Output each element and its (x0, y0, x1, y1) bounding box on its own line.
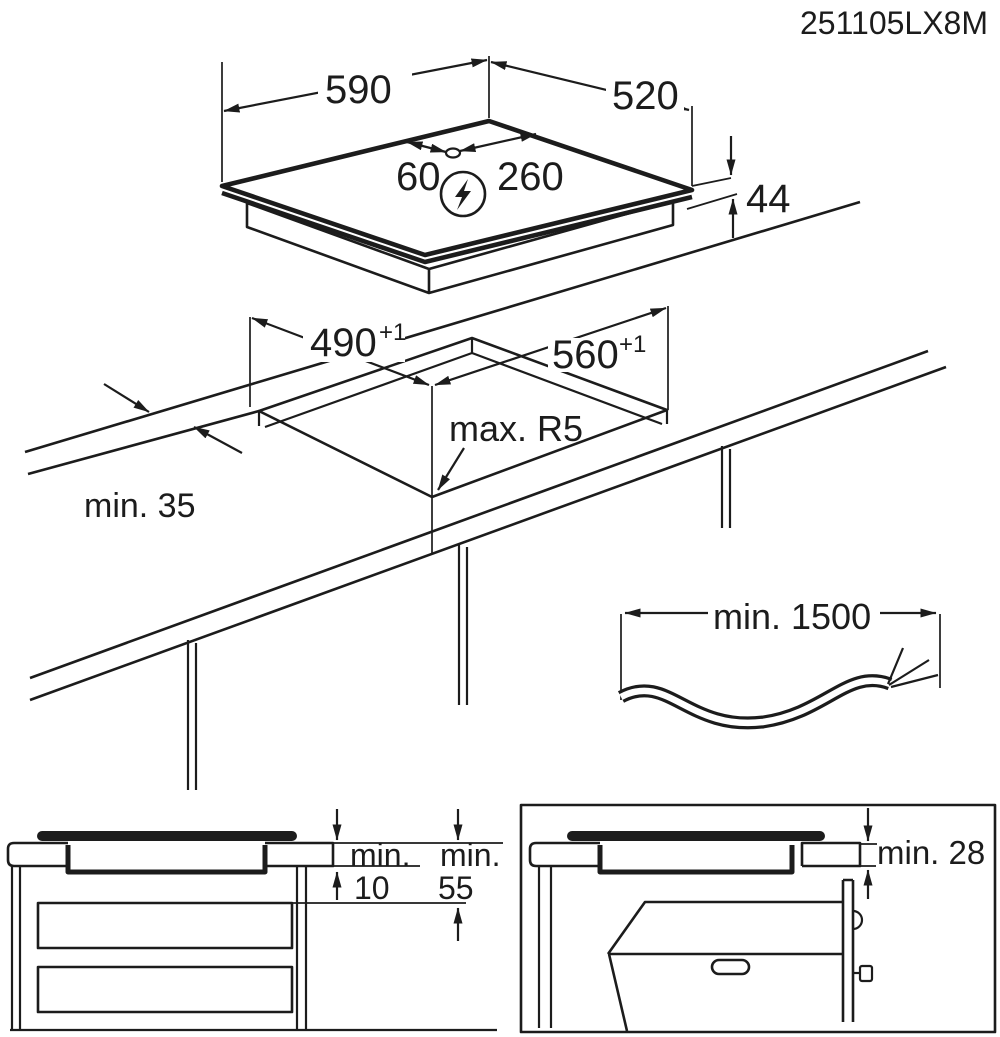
gap1-min-label: min. (350, 837, 410, 873)
hob-depth-label: 520 (612, 74, 679, 118)
cable-offset-large-arrow (459, 132, 537, 153)
cable-entry-point (444, 147, 462, 159)
worktop-right-section (265, 841, 335, 868)
oven-clearance-label: min. 28 (877, 834, 985, 871)
gap2-value-label: 55 (438, 870, 474, 906)
hob-body-side-view-oven (597, 845, 795, 875)
drawer-clearance-view: min. min. 10 55 (6, 809, 503, 1032)
cabinet-side-walls (10, 866, 308, 1029)
worktop-left-section-oven (528, 841, 600, 868)
lower-worktop-front-edge-line (29, 349, 929, 680)
panel-border (519, 803, 997, 1034)
cutout-extension-lines (249, 306, 669, 410)
drawer-front-lower (36, 965, 294, 1014)
corner-radius-label: max. R5 (449, 408, 583, 449)
cutout-depth-label: 490 (310, 321, 377, 365)
cable-offset-small-label: 60 (396, 155, 441, 199)
gap1-value-label: 10 (354, 870, 390, 906)
drawer-front-upper (36, 901, 294, 950)
corner-radius-leader-arrow (437, 447, 465, 491)
front-clearance-arrow-outer (103, 383, 150, 413)
hob-isometric-view: 590 520 60 260 44 (219, 56, 791, 295)
cable-offset-small-arrow (406, 140, 447, 154)
cable-wire-strands (886, 647, 939, 689)
worktop-left-section (6, 841, 68, 868)
cutout-width-tolerance: +1 (619, 331, 646, 358)
hob-height-label: 44 (746, 177, 791, 221)
worktop-cutout-view: 490 +1 560 +1 max. R5 min. 35 (84, 306, 669, 554)
worktop-right-section-oven (800, 841, 862, 868)
model-number: 251105LX8M (800, 5, 988, 41)
front-clearance-label: min. 35 (84, 487, 196, 525)
cable-offset-large-label: 260 (497, 155, 564, 199)
oven-outline (606, 878, 855, 1032)
lightning-bolt-icon (455, 179, 471, 210)
electrical-connection-icon (439, 170, 487, 218)
oven-door-handle (710, 958, 751, 976)
hob-body-side-view (65, 845, 268, 875)
hob-body (245, 199, 675, 295)
hob-width-label: 590 (325, 68, 392, 112)
cable-length-view: min. 1500 (617, 596, 941, 730)
oven-hinge-pin (858, 964, 874, 983)
oven-hinge-bump (852, 909, 864, 931)
cabinet-leg-lines (186, 446, 732, 790)
cutout-depth-tolerance: +1 (379, 319, 406, 346)
clearance-reference-lines-oven (860, 843, 877, 867)
cable-dimension-brackets (620, 614, 941, 700)
height-reference-lines (686, 177, 738, 210)
hob-glass-top (219, 118, 695, 258)
gap2-min-label: min. (440, 837, 500, 873)
worktop-edge-lines (24, 200, 861, 476)
lower-worktop-bottom-edge-line (29, 365, 947, 702)
lower-worktop-edge (29, 349, 947, 790)
cutout-width-label: 560 (552, 333, 619, 377)
cabinet-left-wall-oven (537, 866, 553, 1028)
worktop-inner-edge-line (27, 409, 260, 476)
extension-lines (221, 56, 693, 186)
power-cable-core (619, 677, 892, 727)
hob-glass-front-edge (221, 190, 693, 265)
clearance-reference-lines (292, 842, 503, 904)
worktop-front-edge-line (24, 200, 861, 454)
oven-clearance-view: min. 28 (519, 803, 997, 1034)
front-clearance-arrow-inner (193, 426, 243, 454)
cable-length-label: min. 1500 (713, 596, 871, 637)
